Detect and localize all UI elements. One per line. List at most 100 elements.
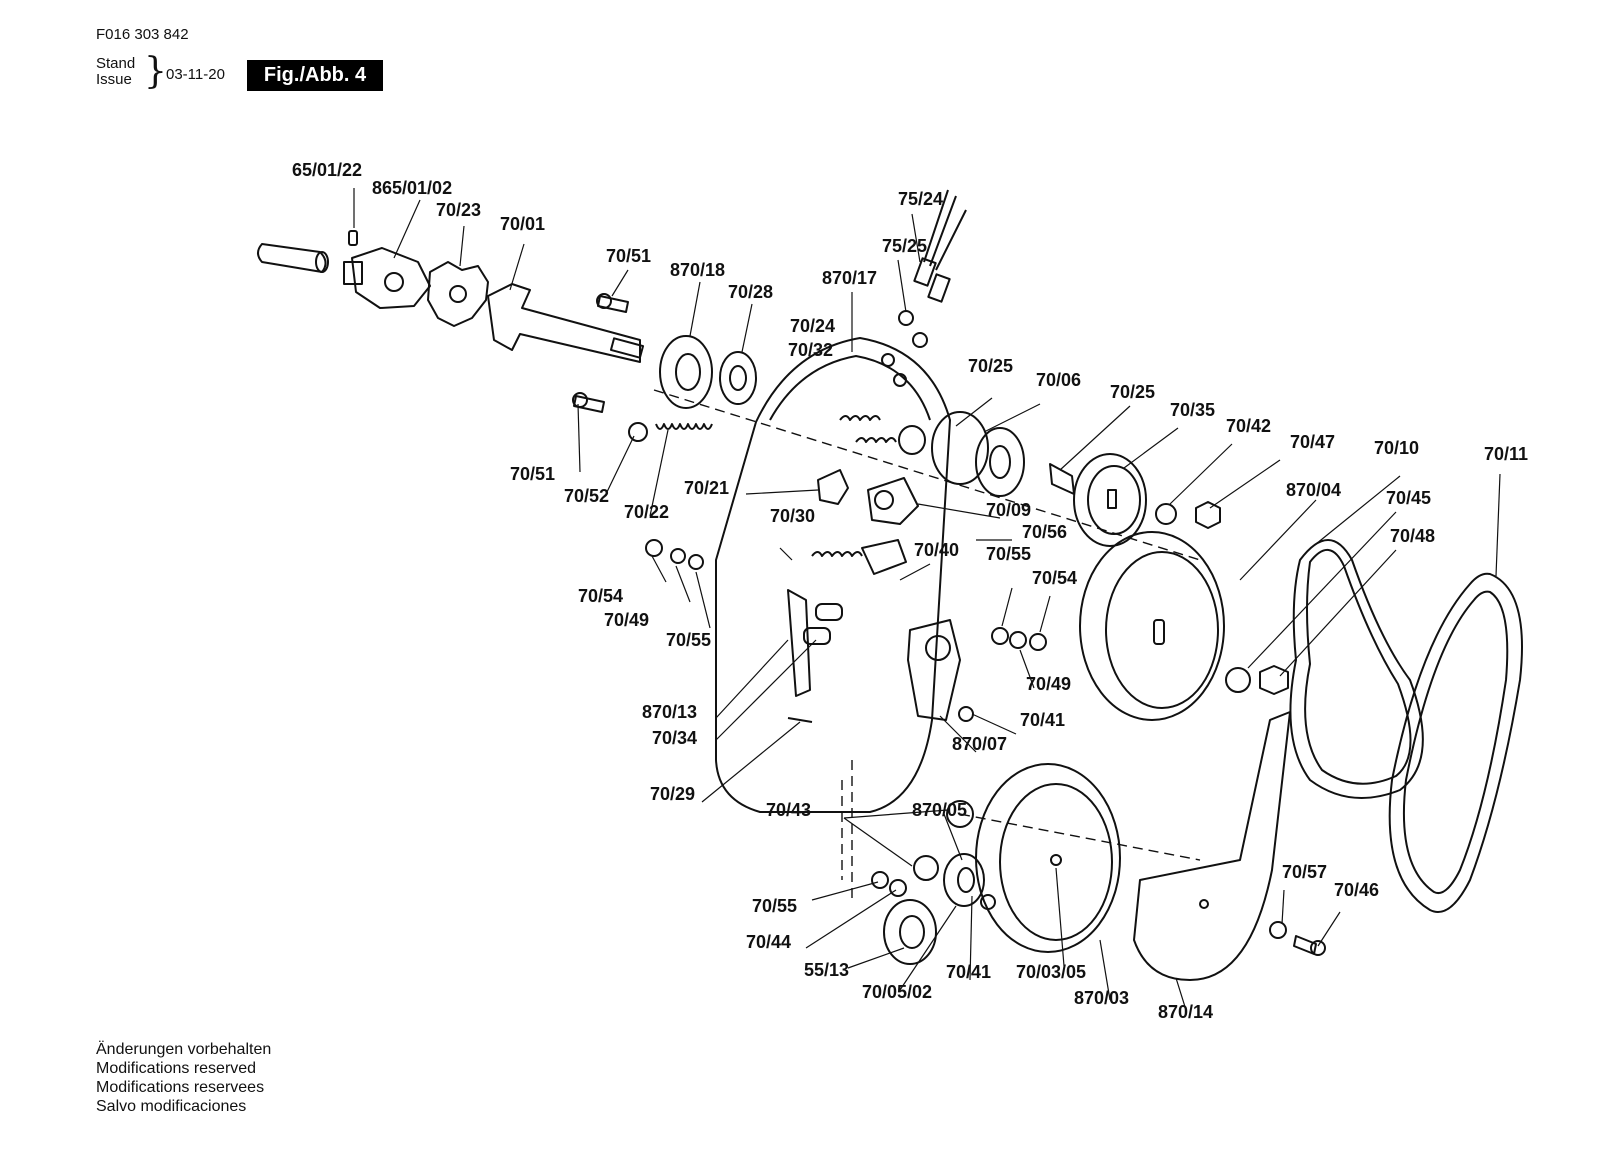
drive-shaft [487, 283, 641, 363]
callout-label: 70/10 [1374, 438, 1419, 458]
callout-label: 70/55 [666, 630, 711, 650]
callout-label: 70/21 [684, 478, 729, 498]
callout-label: 70/29 [650, 784, 695, 804]
bushing-70-25a [898, 425, 926, 455]
control-cables [923, 189, 967, 271]
figure-label: Fig./Abb. 4 [247, 60, 383, 91]
callout-label: 870/05 [912, 800, 967, 820]
pulley-70-35 [1073, 453, 1147, 547]
nut-70-47 [1195, 501, 1221, 529]
housing-plate [715, 337, 951, 813]
callout-label: 70/49 [1026, 674, 1071, 694]
callout-label: 70/43 [766, 800, 811, 820]
callout-label: 70/25 [968, 356, 1013, 376]
callout-label: 870/04 [1286, 480, 1341, 500]
callout-label: 70/41 [946, 962, 991, 982]
belt-70-10 [1289, 539, 1424, 799]
callout-label: 70/41 [1020, 710, 1065, 730]
footer-line-es: Salvo modificaciones [96, 1098, 247, 1115]
ball-bearing [719, 351, 757, 405]
footer-notice: Änderungen vorbehalten Modifications res… [96, 1040, 271, 1116]
callout-label: 70/11 [1484, 444, 1528, 464]
shaft-tube [257, 243, 327, 273]
footer-line-en: Modifications reserved [96, 1060, 257, 1077]
document-number: F016 303 842 [96, 26, 189, 43]
callout-label: 70/52 [564, 486, 609, 506]
nut-70-52 [628, 422, 648, 442]
nut-70-48 [1259, 665, 1289, 695]
stand-issue-label: Stand Issue [96, 56, 135, 88]
callout-label: 70/54 [1032, 568, 1077, 588]
bearing-flange [659, 335, 713, 409]
footer-line-de: Änderungen vorbehalten [96, 1041, 272, 1058]
callout-label: 70/47 [1290, 432, 1335, 452]
callout-label: 70/48 [1390, 526, 1435, 546]
callout-label: 870/14 [1158, 1002, 1213, 1022]
part-drawings [257, 188, 1523, 1011]
stand-label: Stand [96, 55, 136, 72]
callout-label: 70/09 [986, 500, 1031, 520]
callout-label: 70/45 [1386, 488, 1431, 508]
callout-label: 70/34 [652, 728, 697, 748]
callout-label: 70/57 [1282, 862, 1327, 882]
callout-label: 70/44 [746, 932, 791, 952]
callout-label: 70/22 [624, 502, 669, 522]
footer-line-fr: Modifications reservees [96, 1079, 265, 1096]
callout-label: 70/46 [1334, 880, 1379, 900]
callout-label: 70/05/02 [862, 982, 932, 1002]
callout-label: 870/03 [1074, 988, 1129, 1008]
callout-label: 70/35 [1170, 400, 1215, 420]
pulley-870-04 [1079, 531, 1225, 721]
brace-glyph: } [144, 51, 167, 92]
callout-label: 70/24 [790, 316, 835, 336]
issue-label: Issue [96, 71, 132, 88]
callout-label: 75/24 [898, 189, 943, 209]
gear-55-13 [883, 899, 937, 965]
callout-label: 70/06 [1036, 370, 1081, 390]
callout-label: 70/28 [728, 282, 773, 302]
callout-label: 70/51 [510, 464, 555, 484]
callout-label: 870/17 [822, 268, 877, 288]
lever-870-13 [787, 589, 811, 697]
issue-date: 03-11-20 [166, 66, 225, 83]
callout-label: 870/07 [952, 734, 1007, 754]
callout-label: 70/51 [606, 246, 651, 266]
callout-label: 70/55 [986, 544, 1031, 564]
callout-label: 70/23 [436, 200, 481, 220]
callout-label: 55/13 [804, 960, 849, 980]
callout-label: 70/40 [914, 540, 959, 560]
pulley-70-06 [931, 411, 989, 485]
gear-870-05 [943, 853, 985, 907]
screw-bottom [572, 392, 605, 413]
bracket-70-30 [861, 539, 907, 575]
pulley-870-03 [975, 763, 1121, 953]
callout-label: 75/25 [882, 236, 927, 256]
callout-label: 870/18 [670, 260, 725, 280]
callout-label: 65/01/22 [292, 160, 362, 180]
belt-70-11 [1388, 572, 1523, 913]
tensioner-arm [907, 619, 961, 721]
callout-label: 70/01 [500, 214, 545, 234]
callout-label: 70/30 [770, 506, 815, 526]
callout-label: 70/55 [752, 896, 797, 916]
spring-70-22 [655, 423, 713, 430]
callout-label: 70/25 [1110, 382, 1155, 402]
cam-70-09 [867, 477, 919, 525]
callout-label: 70/56 [1022, 522, 1067, 542]
spring-70-30 [811, 551, 863, 557]
star-coupling [427, 261, 489, 327]
callout-labels: 65/01/22865/01/0270/2370/0170/51870/1870… [292, 160, 1528, 1022]
callout-label: 870/13 [642, 702, 697, 722]
callout-label: 865/01/02 [372, 178, 452, 198]
belt-guard [1133, 711, 1291, 981]
leader-lines [353, 188, 1501, 1011]
lever-70-21 [817, 469, 849, 505]
callout-label: 70/49 [604, 610, 649, 630]
callout-label: 70/54 [578, 586, 623, 606]
screw-top [596, 293, 629, 313]
callout-label: 70/03/05 [1016, 962, 1086, 982]
coupling-hub [351, 247, 431, 309]
callout-label: 70/32 [788, 340, 833, 360]
set-screw [348, 230, 358, 246]
